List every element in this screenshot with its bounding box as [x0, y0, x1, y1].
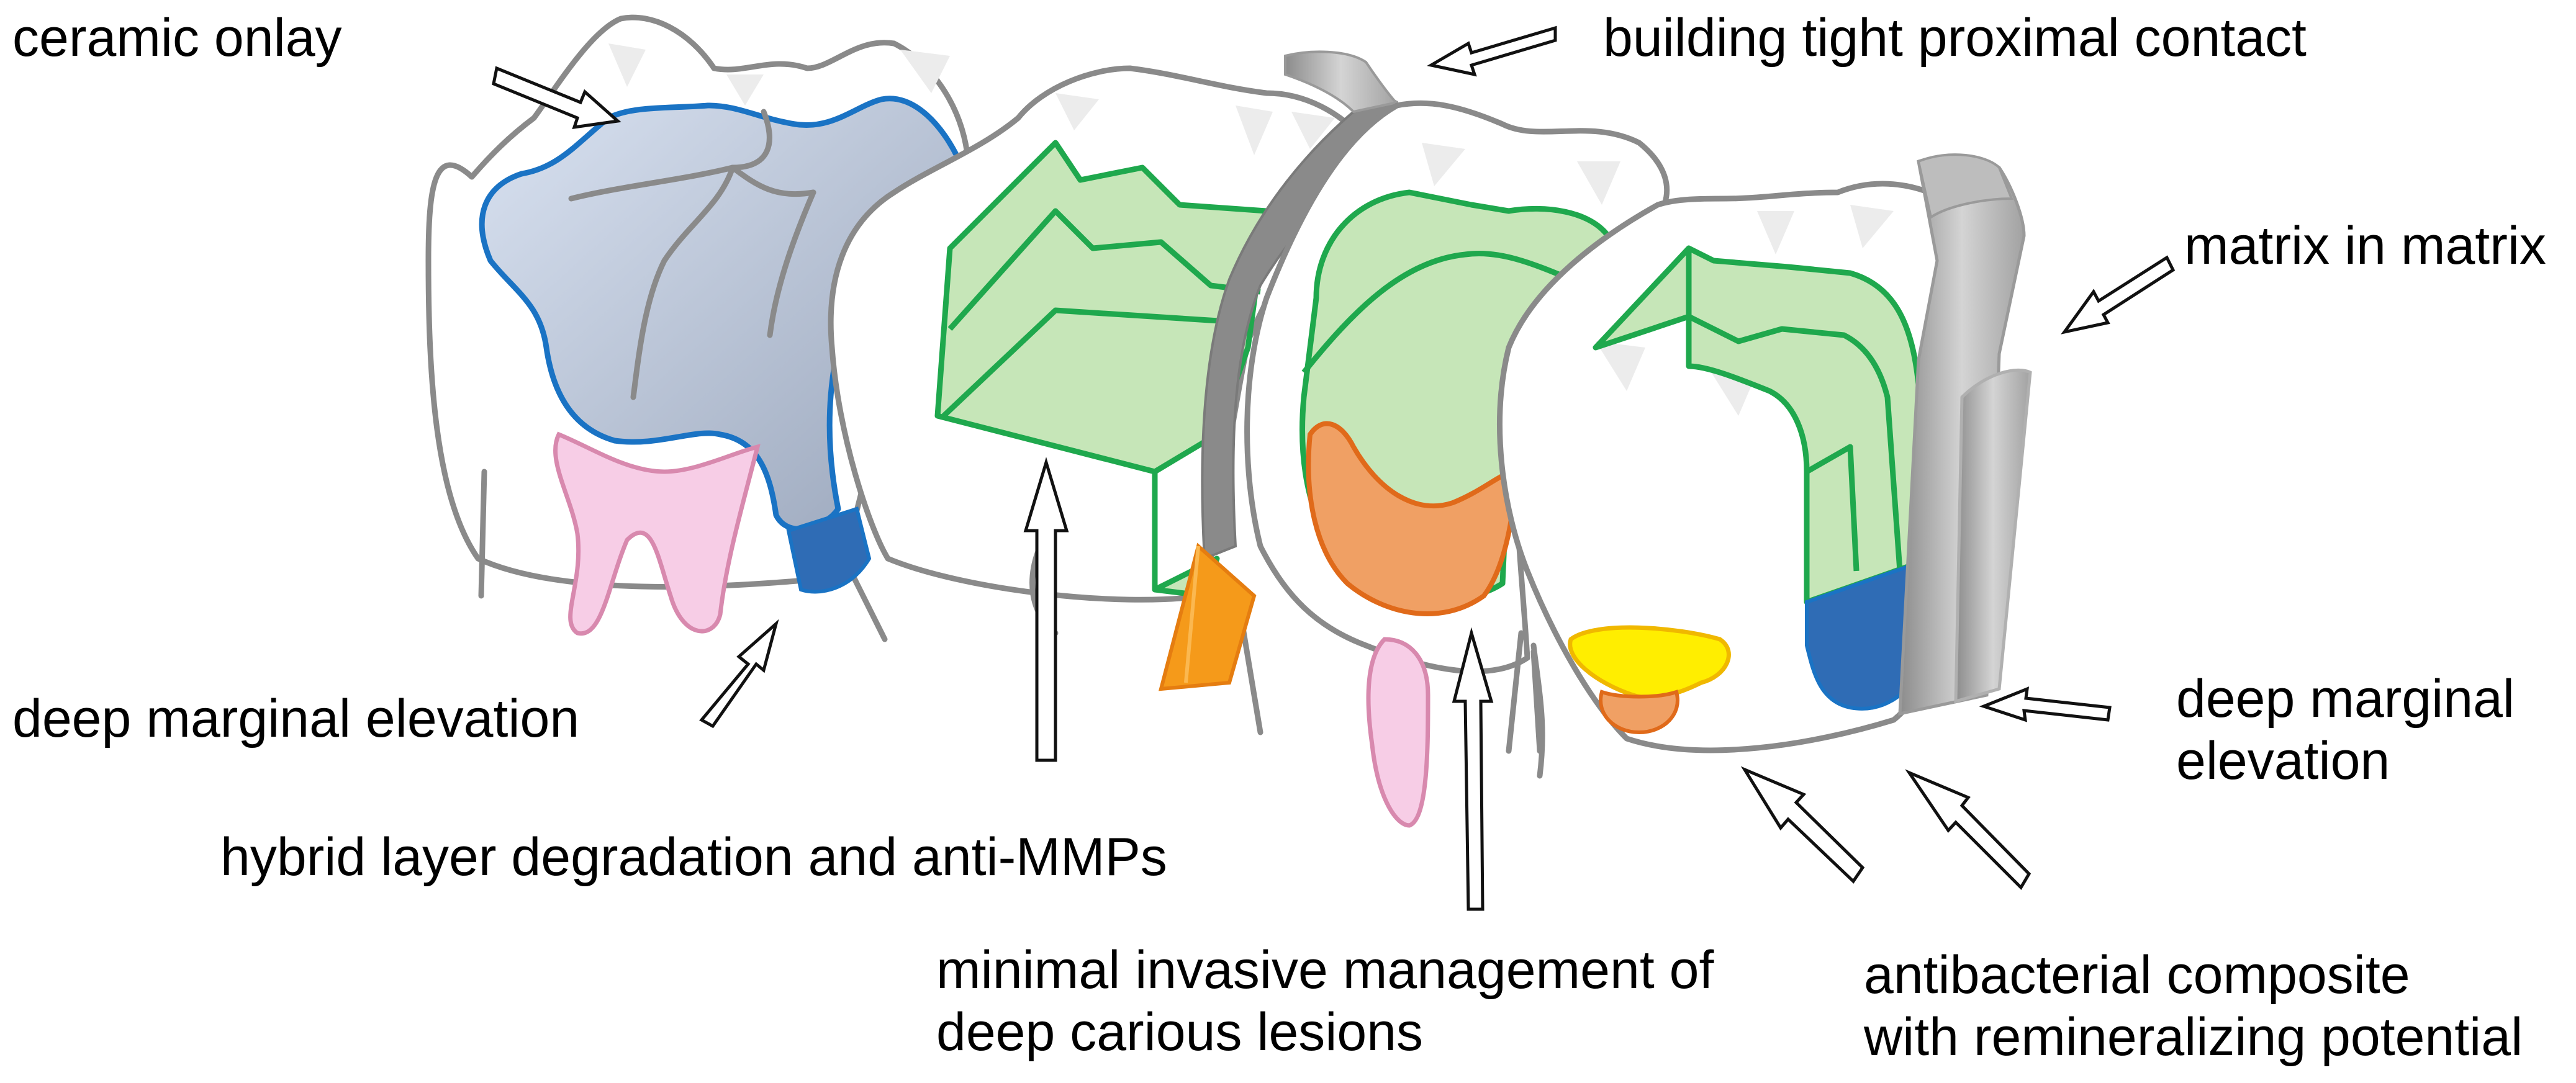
- label-minimal-invasive-line-1: minimal invasive management of: [936, 940, 1714, 1000]
- yellow-liner: [1568, 625, 1731, 700]
- tooth-2-cusp-mark-2: [1236, 106, 1273, 155]
- arrow-minimal-invasive: [1452, 627, 1494, 911]
- tooth-2-cusp-mark-1: [1055, 93, 1099, 130]
- tooth-1-cusp-mark-1: [608, 43, 646, 87]
- composite-line-tooth-3: [1301, 250, 1603, 374]
- label-antibacterial-line-1: antibacterial composite: [1864, 945, 2410, 1005]
- arrow-deep-margin-right: [1979, 686, 2112, 722]
- tooth-4-cusp-mark-3: [1596, 341, 1645, 391]
- tooth-1-molar: [425, 14, 972, 642]
- composite-increment-line-2: [941, 307, 1249, 418]
- wedge: [1159, 542, 1257, 691]
- tooth-2-root-line-2: [1239, 618, 1263, 735]
- tooth-3-cusp-mark-1: [1422, 143, 1465, 186]
- wedge-edge: [1184, 546, 1200, 683]
- gingiva-papilla-center: [1366, 637, 1430, 828]
- arrow-antibacterial-1: [1740, 766, 1865, 884]
- composite-line-tooth-4-b: [1687, 313, 1903, 572]
- label-hybrid-layer: hybrid layer degradation and anti-MMPs: [220, 827, 1167, 887]
- composite-increment-line-1: [947, 208, 1261, 331]
- label-deep-margin-right-line-2: elevation: [2176, 731, 2390, 791]
- composite-line-tooth-4-c: [1805, 444, 1860, 572]
- arrow-matrix-in-matrix: [2061, 255, 2176, 335]
- label-deep-margin-left: deep marginal elevation: [12, 689, 579, 748]
- tooth-4-cusp-mark-2: [1850, 205, 1894, 248]
- tooth-4-root-line-1: [1506, 630, 1524, 754]
- orange-base: [1599, 690, 1679, 735]
- onlay-fissure-2: [630, 164, 736, 400]
- tooth-1-root-line-left: [478, 469, 487, 599]
- label-minimal-invasive-line-2: deep carious lesions: [936, 1002, 1423, 1062]
- onlay-fissure-4: [730, 109, 772, 171]
- annotation-arrows: [492, 25, 2176, 911]
- tooth-1-root-line-right: [847, 568, 888, 642]
- label-building-contact: building tight proximal contact: [1603, 8, 2307, 68]
- tooth-3-cusp-mark-2: [1577, 161, 1620, 205]
- onlay-fissure-1: [568, 164, 816, 202]
- arrow-hybrid-layer: [1023, 457, 1069, 762]
- onlay-fissure-3: [767, 189, 816, 338]
- tooth-1-cusp-mark-2: [900, 50, 950, 93]
- matrix-band-right: [1898, 153, 2032, 716]
- label-ceramic-onlay: ceramic onlay: [12, 8, 342, 68]
- tooth-4-cusp-mark-1: [1757, 211, 1794, 254]
- arrow-antibacterial-2: [1905, 769, 2031, 891]
- arrow-ceramic-onlay: [492, 66, 621, 130]
- label-matrix-in-matrix: matrix in matrix: [2184, 216, 2546, 276]
- matrix-top-cap: [1917, 153, 2013, 220]
- arrow-deep-margin-left: [699, 619, 779, 729]
- tooth-4-molar: [1497, 181, 1973, 754]
- label-antibacterial-line-2: with remineralizing potential: [1863, 1007, 2523, 1067]
- deep-marginal-elevation-left: [786, 506, 872, 594]
- gingiva-papilla-left: [553, 431, 761, 636]
- tooth-2-premolar: [828, 65, 1369, 735]
- matrix-band-tab: [1284, 50, 1399, 114]
- tooth-4-root-line-2: [1530, 649, 1543, 754]
- tooth-2-cusp-mark-3: [1291, 112, 1335, 149]
- matrix-inner-band: [1954, 368, 2032, 704]
- labels: ceramic onlay building tight proximal co…: [12, 8, 2546, 1067]
- arrow-building-contact: [1427, 25, 1557, 77]
- tooth-1-cusp-mark-3: [726, 74, 764, 106]
- label-deep-margin-right-line-1: deep marginal: [2176, 669, 2515, 729]
